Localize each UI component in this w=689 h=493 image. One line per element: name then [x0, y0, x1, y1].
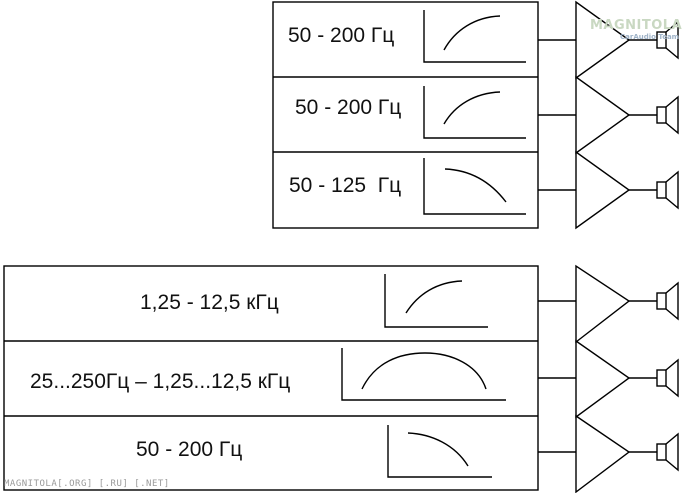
speaker-icon: [656, 432, 679, 472]
filter-label-3: 50 - 125 Гц: [289, 174, 401, 197]
filter-label-5: 25...250Гц – 1,25...12,5 кГц: [30, 370, 290, 393]
bandpass-response-graph-5: [341, 348, 506, 401]
highpass-response-graph-1: [423, 10, 526, 63]
watermark-subtitle: CarAudio Team: [620, 33, 679, 41]
highpass-response-graph-4: [384, 274, 488, 328]
highpass-response-graph-2: [423, 86, 526, 139]
lowpass-response-graph-6: [387, 425, 492, 478]
filter-label-6: 50 - 200 Гц: [136, 438, 242, 461]
lowpass-response-graph-3: [423, 158, 526, 215]
lower-amplifier-group: [538, 264, 657, 493]
speaker-icon: [656, 20, 679, 60]
upper-amplifier-group: [538, 0, 657, 230]
footer-watermark: MAGNITOLA[.ORG] [.RU] [.NET]: [4, 479, 170, 489]
speaker-icon: [656, 170, 679, 210]
speaker-icon: [656, 95, 679, 135]
filter-label-2: 50 - 200 Гц: [295, 96, 401, 119]
filter-label-4: 1,25 - 12,5 кГц: [140, 291, 279, 314]
watermark-logo: MAGNITOLA CarAudio Team: [590, 18, 682, 52]
speaker-icon: [656, 358, 679, 398]
filter-label-1: 50 - 200 Гц: [288, 24, 394, 47]
speaker-icon: [656, 281, 679, 321]
watermark-brand: MAGNITOLA: [590, 18, 683, 33]
